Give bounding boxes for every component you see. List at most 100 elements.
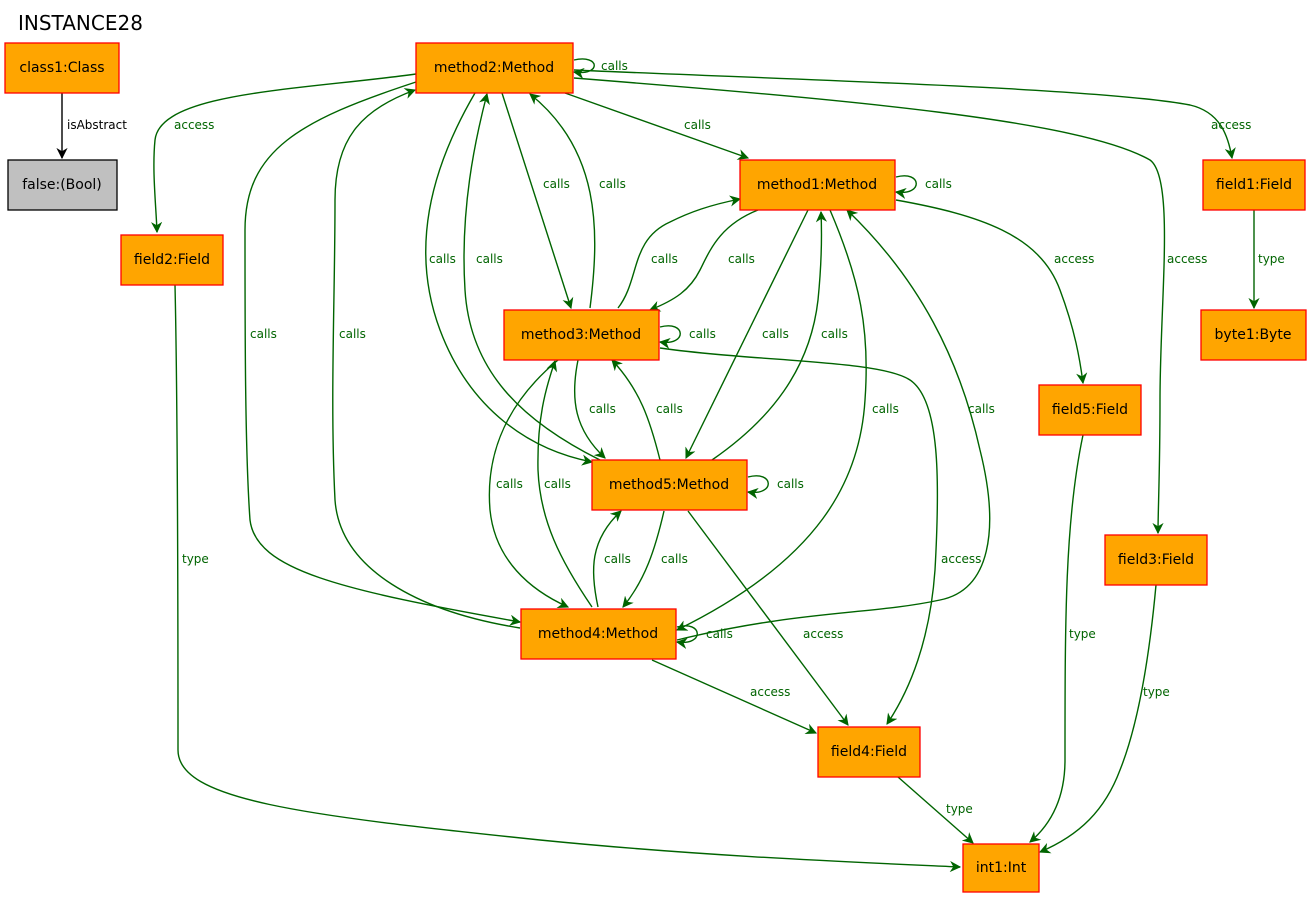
node-byte1[interactable]: byte1:Byte	[1200, 309, 1307, 361]
edges: isAbstract calls access access access ca…	[56, 58, 1285, 873]
node-label-method3: method3:Method	[521, 327, 641, 343]
edge-label-m2-m3: calls	[543, 177, 570, 191]
edge-method4-calls-method2	[332, 88, 521, 629]
edge-field4-type-int1	[897, 776, 974, 844]
edge-method2-calls-method4	[244, 81, 522, 626]
edge-label-field2-int1: type	[182, 552, 209, 566]
edge-label-m4-self: calls	[706, 627, 733, 641]
edge-method5-calls-method3	[611, 359, 661, 461]
edge-method3-calls-method1	[617, 195, 742, 309]
edge-method2-access-field1	[573, 69, 1236, 160]
edge-method2-calls-method1	[564, 92, 750, 160]
edge-method1-calls-method5	[685, 209, 809, 460]
edge-method1-calls-method3	[648, 209, 759, 312]
node-method2[interactable]: method2:Method	[415, 42, 574, 94]
edge-label-m4-m3: calls	[544, 477, 571, 491]
node-label-int1: int1:Int	[976, 860, 1027, 876]
edge-method2-access-field2	[151, 73, 417, 234]
node-label-method5: method5:Method	[609, 477, 729, 493]
edge-label-m4-field4: access	[750, 685, 790, 699]
node-int1[interactable]: int1:Int	[962, 843, 1040, 893]
edge-field3-type-int1	[1038, 584, 1157, 854]
edge-method4-access-field4	[651, 659, 818, 735]
edge-method2-calls-method5	[425, 92, 594, 466]
node-label-field2: field2:Field	[134, 252, 210, 268]
edge-method5-calls-self	[746, 475, 769, 499]
edge-label-m2-self: calls	[601, 59, 628, 73]
node-label-field4: field4:Field	[831, 744, 907, 760]
edge-label-m4-m2: calls	[339, 327, 366, 341]
diagram-title: INSTANCE28	[18, 11, 143, 35]
edge-method3-calls-method5	[573, 359, 606, 459]
edge-label-m2-m1: calls	[684, 118, 711, 132]
edge-label-m3-m4: calls	[496, 477, 523, 491]
edge-label-m4-m1: calls	[968, 402, 995, 416]
edge-label-field3-int1: type	[1143, 685, 1170, 699]
edge-label-m5-m3: calls	[656, 402, 683, 416]
node-false[interactable]: false:(Bool)	[7, 159, 118, 211]
node-label-class1: class1:Class	[19, 60, 104, 76]
edge-label-m1-m3: calls	[728, 252, 755, 266]
edge-method5-calls-method4	[622, 510, 665, 608]
edge-method5-calls-method1	[711, 210, 828, 461]
edge-method5-calls-method2	[463, 92, 601, 461]
edge-label-m2-field2: access	[174, 118, 214, 132]
edge-label-field4-int1: type	[946, 802, 973, 816]
edge-label-m5-m4: calls	[661, 552, 688, 566]
node-field5[interactable]: field5:Field	[1038, 384, 1142, 436]
edge-label-m1-m5: calls	[762, 327, 789, 341]
edge-label-m2-m5: calls	[429, 252, 456, 266]
node-label-method2: method2:Method	[434, 60, 554, 76]
edge-method3-access-field4	[659, 347, 939, 725]
edge-method4-calls-self	[675, 625, 698, 649]
node-label-byte1: byte1:Byte	[1215, 327, 1292, 343]
edge-method4-calls-method1	[676, 209, 991, 641]
edge-label-field1-byte1: type	[1258, 252, 1285, 266]
edge-label-m3-m5: calls	[589, 402, 616, 416]
edge-method5-access-field4	[687, 510, 849, 726]
node-class1[interactable]: class1:Class	[4, 42, 120, 94]
edge-method1-access-field5	[895, 199, 1088, 385]
edge-label-m2-m4: calls	[250, 327, 277, 341]
node-label-method1: method1:Method	[757, 177, 877, 193]
node-label-field3: field3:Field	[1118, 552, 1194, 568]
edge-label-m3-m1: calls	[651, 252, 678, 266]
node-field3[interactable]: field3:Field	[1104, 534, 1208, 586]
edge-field2-type-int1	[174, 284, 962, 873]
edge-field5-type-int1	[1029, 434, 1084, 843]
edge-method1-calls-method4	[675, 209, 867, 631]
edge-method1-calls-self	[894, 175, 917, 199]
edge-label-m5-m1: calls	[821, 327, 848, 341]
edge-method2-calls-method3	[501, 92, 574, 310]
node-label-false: false:(Bool)	[22, 177, 102, 193]
node-field4[interactable]: field4:Field	[817, 726, 921, 778]
node-method1[interactable]: method1:Method	[739, 159, 896, 211]
node-method4[interactable]: method4:Method	[520, 608, 677, 660]
edge-label-m2-field1: access	[1211, 118, 1251, 132]
edge-label-m3-field4: access	[941, 552, 981, 566]
edge-label-m3-m2: calls	[599, 177, 626, 191]
edge-label-m5-field4: access	[803, 627, 843, 641]
edge-method4-calls-method5	[592, 510, 622, 608]
edge-method3-calls-method4	[488, 359, 570, 608]
node-label-field5: field5:Field	[1052, 402, 1128, 418]
node-field2[interactable]: field2:Field	[120, 234, 224, 286]
node-method5[interactable]: method5:Method	[591, 459, 748, 511]
node-label-field1: field1:Field	[1216, 177, 1292, 193]
edge-label-m1-m4: calls	[872, 402, 899, 416]
edge-method3-calls-self	[658, 325, 681, 349]
edge-label-m1-self: calls	[925, 177, 952, 191]
edge-method4-calls-method3	[537, 359, 593, 608]
node-field1[interactable]: field1:Field	[1202, 159, 1306, 211]
node-method3[interactable]: method3:Method	[503, 309, 660, 361]
edge-label-m4-m5: calls	[604, 552, 631, 566]
edge-label-m5-self: calls	[777, 477, 804, 491]
edge-label-m3-self: calls	[689, 327, 716, 341]
edge-method2-access-field3	[573, 77, 1166, 535]
edge-label-field5-int1: type	[1069, 627, 1096, 641]
edge-label-m5-m2: calls	[476, 252, 503, 266]
nodes: class1:Class false:(Bool) method2:Method…	[4, 42, 1307, 893]
edge-label-isabstract: isAbstract	[67, 118, 127, 132]
node-label-method4: method4:Method	[538, 626, 658, 642]
